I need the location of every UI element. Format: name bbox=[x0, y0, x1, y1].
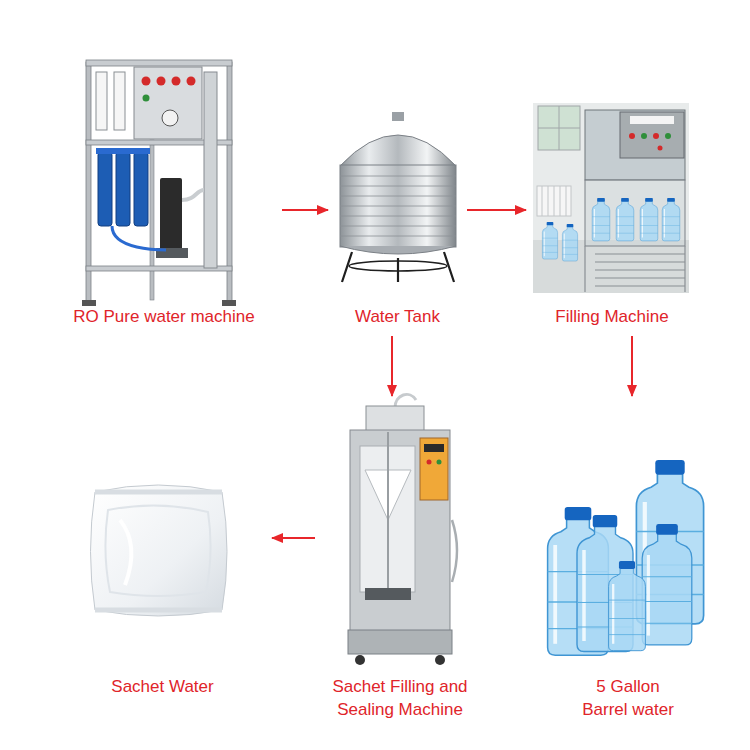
flow-arrow bbox=[272, 537, 315, 539]
ro-machine-part bbox=[204, 72, 217, 268]
sachet-machine-part bbox=[435, 655, 445, 665]
ro-machine-part bbox=[187, 77, 196, 86]
filling-machine-part bbox=[585, 110, 685, 180]
flow-arrow bbox=[467, 209, 526, 211]
filling-machine bbox=[533, 103, 689, 293]
ro-machine-part bbox=[182, 190, 204, 200]
flow-arrow bbox=[391, 336, 393, 396]
ro-machine-part bbox=[150, 140, 154, 300]
ro-machine-part bbox=[143, 95, 150, 102]
sachet-machine-part bbox=[350, 430, 450, 632]
sachet-machine-part bbox=[424, 444, 444, 452]
filling-machine-part bbox=[658, 146, 663, 151]
ro-machine-part bbox=[134, 67, 202, 139]
filling-machine-part bbox=[640, 198, 658, 241]
sachet-machine-part bbox=[387, 432, 389, 588]
process-node: Filling Machine bbox=[528, 96, 696, 334]
ro-machine-part bbox=[134, 152, 148, 226]
filling-machine-part bbox=[585, 180, 685, 246]
water-barrels-part bbox=[642, 524, 692, 645]
flow-arrow bbox=[631, 336, 633, 396]
filling-machine-part bbox=[542, 186, 566, 216]
ro-machine-part bbox=[86, 60, 232, 66]
sachet-machine-part bbox=[427, 460, 432, 465]
filling-machine-part bbox=[533, 103, 689, 293]
water-tank-part bbox=[349, 261, 447, 271]
ro-machine-part bbox=[157, 77, 166, 86]
filling-machine-part bbox=[585, 246, 685, 292]
water-tank-part bbox=[340, 135, 456, 166]
water-tank-part bbox=[340, 246, 456, 254]
water-barrels-part bbox=[609, 561, 646, 651]
sachet-machine-part bbox=[420, 438, 448, 500]
sachet-machine-part bbox=[437, 460, 442, 465]
ro-machine-part bbox=[222, 300, 236, 306]
filling-machine-part bbox=[538, 106, 580, 150]
flow-arrow bbox=[282, 209, 328, 211]
ro-machine-part bbox=[116, 152, 130, 226]
filling-machine-part bbox=[562, 224, 577, 261]
process-node: RO Pure water machine bbox=[48, 55, 280, 334]
node-caption: Sachet Filling and Sealing Machine bbox=[325, 675, 475, 721]
ro-machine-part bbox=[82, 300, 96, 306]
filling-machine-part bbox=[653, 133, 659, 139]
water-barrels bbox=[548, 460, 704, 655]
sachet-machine-part bbox=[355, 655, 365, 665]
node-caption: Sachet Water bbox=[111, 675, 213, 698]
sachet-machine bbox=[348, 394, 457, 665]
sachet-bag-part bbox=[95, 492, 222, 610]
node-caption: Filling Machine bbox=[555, 305, 668, 328]
node-caption: RO Pure water machine bbox=[73, 305, 254, 328]
node-caption: 5 Gallon Barrel water bbox=[578, 675, 678, 721]
ro-machine bbox=[82, 60, 236, 306]
water-tank-part bbox=[342, 252, 454, 282]
water-tank-part bbox=[340, 176, 456, 236]
ro-machine-part bbox=[96, 72, 107, 130]
filling-machine-part bbox=[665, 133, 671, 139]
sachet-machine-part bbox=[366, 406, 424, 432]
filling-machine-part bbox=[641, 133, 647, 139]
sachet-machine-part bbox=[365, 588, 411, 600]
ro-machine-part bbox=[142, 77, 151, 86]
process-node: Sachet Filling and Sealing Machine bbox=[317, 398, 483, 727]
water-tank-part bbox=[392, 112, 404, 121]
water-tank-part bbox=[340, 165, 456, 247]
sachet-machine-part bbox=[348, 630, 452, 654]
filling-machine-part bbox=[592, 198, 610, 241]
sachet-bag-part bbox=[105, 505, 210, 596]
sachet-machine-part bbox=[452, 520, 457, 582]
filling-machine-part bbox=[620, 112, 684, 158]
node-caption: Water Tank bbox=[355, 305, 440, 328]
filling-machine-part bbox=[629, 133, 635, 139]
water-tank bbox=[340, 112, 456, 282]
filling-machine-part bbox=[537, 186, 571, 216]
filling-machine-part bbox=[630, 116, 674, 124]
sachet-bag-part bbox=[120, 520, 131, 585]
ro-machine-part bbox=[98, 152, 112, 226]
process-node: Water Tank bbox=[330, 106, 465, 334]
sachet-bag bbox=[91, 485, 228, 616]
process-node: 5 Gallon Barrel water bbox=[533, 398, 723, 727]
filling-machine-part bbox=[662, 198, 680, 241]
filling-machine-part bbox=[616, 198, 634, 241]
ro-machine-part bbox=[114, 72, 125, 130]
ro-machine-part bbox=[162, 110, 178, 126]
process-node: Sachet Water bbox=[55, 470, 270, 704]
filling-machine-part bbox=[542, 222, 557, 259]
sachet-bag-part bbox=[91, 485, 228, 616]
ro-machine-part bbox=[172, 77, 181, 86]
ro-machine-part bbox=[96, 148, 150, 154]
ro-machine-part bbox=[112, 226, 166, 250]
ro-machine-part bbox=[160, 178, 182, 250]
filling-machine-part bbox=[538, 106, 580, 150]
